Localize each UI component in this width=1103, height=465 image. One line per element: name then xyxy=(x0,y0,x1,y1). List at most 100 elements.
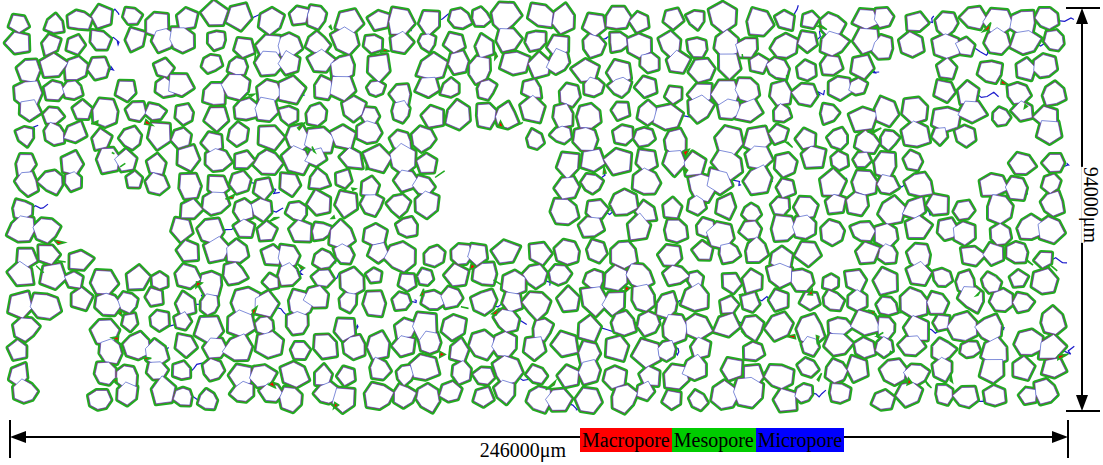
mesopore-boundary xyxy=(181,199,202,218)
macropore xyxy=(785,75,787,83)
grain xyxy=(777,179,795,198)
grain xyxy=(614,126,633,144)
macropore xyxy=(877,333,884,337)
pore-core-line xyxy=(226,4,251,30)
pore-core-line xyxy=(178,146,199,171)
grain xyxy=(205,108,228,131)
grain xyxy=(118,382,137,405)
mesopore-boundary xyxy=(123,314,137,331)
mesopore-boundary xyxy=(180,174,201,198)
mesopore-boundary xyxy=(492,332,516,357)
grain xyxy=(1038,217,1065,243)
pore-core-line xyxy=(960,7,986,29)
grain xyxy=(341,268,363,296)
pore-core-line xyxy=(579,316,601,342)
pore-core-line xyxy=(550,266,571,285)
grain xyxy=(281,174,300,196)
mesopore-boundary xyxy=(901,289,927,318)
mesopore-boundary xyxy=(905,173,933,196)
mesopore-boundary xyxy=(495,380,514,404)
grain xyxy=(310,169,330,188)
mesopore-boundary xyxy=(664,198,681,218)
pore-core-line xyxy=(932,128,947,145)
pore-core-line xyxy=(606,7,630,28)
pore-core-line xyxy=(550,126,571,143)
grain xyxy=(91,320,119,344)
pore-core-line xyxy=(822,221,844,245)
grain xyxy=(100,339,122,364)
pore-core-line xyxy=(1017,59,1035,80)
mesopore-boundary xyxy=(364,224,387,245)
grain xyxy=(994,108,1011,125)
pore-core-line xyxy=(235,38,255,57)
grain xyxy=(633,168,660,193)
mesopore-boundary xyxy=(875,153,895,178)
mesopore-boundary xyxy=(576,388,602,412)
grain xyxy=(927,195,948,215)
mesopore-boundary xyxy=(1042,307,1065,335)
grain xyxy=(422,291,444,308)
mesopore-boundary xyxy=(907,261,931,284)
grain xyxy=(281,362,309,387)
grain xyxy=(469,331,494,359)
grain xyxy=(983,243,1003,264)
grain xyxy=(93,129,112,149)
grain xyxy=(445,264,469,286)
pore-core-line xyxy=(203,192,229,214)
macropore xyxy=(196,282,202,288)
grain xyxy=(64,122,86,142)
grain xyxy=(340,148,362,168)
grain xyxy=(767,263,792,287)
grain xyxy=(528,130,544,149)
mesopore-boundary xyxy=(635,77,656,97)
mesopore-boundary xyxy=(555,240,579,264)
pore-core-line xyxy=(399,274,415,290)
pore-core-line xyxy=(230,172,250,194)
pore-core-line xyxy=(584,270,602,288)
mesopore-boundary xyxy=(30,294,60,318)
grain xyxy=(1042,358,1066,377)
pore-core-line xyxy=(442,316,466,340)
grain xyxy=(550,266,571,285)
grain xyxy=(637,150,657,172)
pore-core-line xyxy=(364,36,382,53)
grain xyxy=(393,293,410,310)
grain xyxy=(14,379,38,402)
mesopore-boundary xyxy=(802,12,818,27)
grain xyxy=(604,149,631,174)
mesopore-boundary xyxy=(927,292,948,313)
grain xyxy=(450,339,468,362)
grain xyxy=(1012,101,1033,120)
pore-core-line xyxy=(330,126,355,149)
pore-core-line xyxy=(126,103,146,121)
mesopore-boundary xyxy=(259,127,284,150)
pore-core-line xyxy=(849,108,877,131)
grain xyxy=(147,154,165,174)
pore-core-line xyxy=(947,313,976,341)
pore-core-line xyxy=(1019,388,1036,404)
mesopore-boundary xyxy=(823,275,837,290)
pore-core-line xyxy=(477,104,496,128)
pore-core-line xyxy=(958,287,982,313)
pore-core-line xyxy=(902,121,930,146)
pore-core-line xyxy=(119,127,140,149)
mesopore-boundary xyxy=(89,390,111,409)
grain xyxy=(230,172,250,194)
grain xyxy=(574,128,597,151)
grain xyxy=(980,174,1008,195)
mesopore-boundary xyxy=(989,195,1013,224)
grain xyxy=(958,101,987,122)
pore-core-line xyxy=(330,76,355,100)
mesopore-boundary xyxy=(145,104,166,120)
pore-core-line xyxy=(720,54,741,79)
macropore xyxy=(331,216,334,218)
pore-core-line xyxy=(496,102,519,128)
grain xyxy=(606,7,630,28)
mesopore-boundary xyxy=(822,221,844,245)
mesopore-boundary xyxy=(663,391,681,409)
grain xyxy=(634,128,654,146)
grain xyxy=(417,53,447,79)
mesopore-boundary xyxy=(740,221,761,239)
mesopore-boundary xyxy=(612,312,635,336)
pore-core-line xyxy=(152,273,167,289)
